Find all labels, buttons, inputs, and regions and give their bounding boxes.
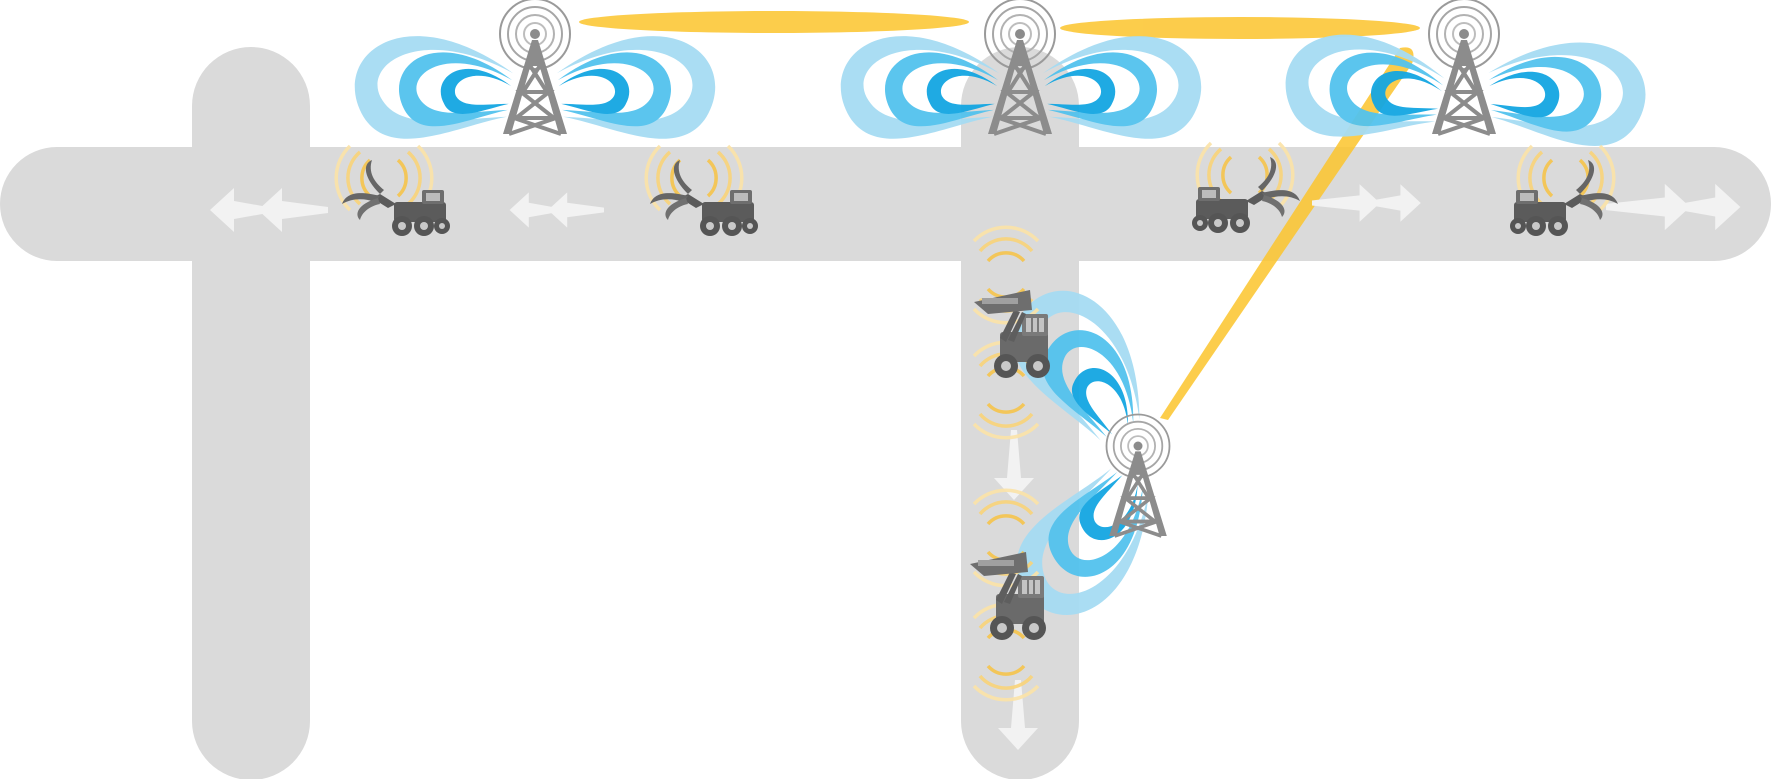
radio-link-beam [1160,47,1414,420]
radio-links [579,11,1420,420]
wifi-signal-icon [1275,22,1450,158]
wifi-signal-icon [348,27,517,153]
wifi-signal-icon [1486,37,1649,154]
radio-tower-icon [1427,0,1501,136]
wifi-signal-icon [553,27,722,153]
radio-link-beam [579,11,969,33]
radio-tower-icon [498,0,572,136]
radio-link-beam [1060,17,1420,39]
left-shaft [192,47,310,779]
tunnel-network [0,47,1771,779]
